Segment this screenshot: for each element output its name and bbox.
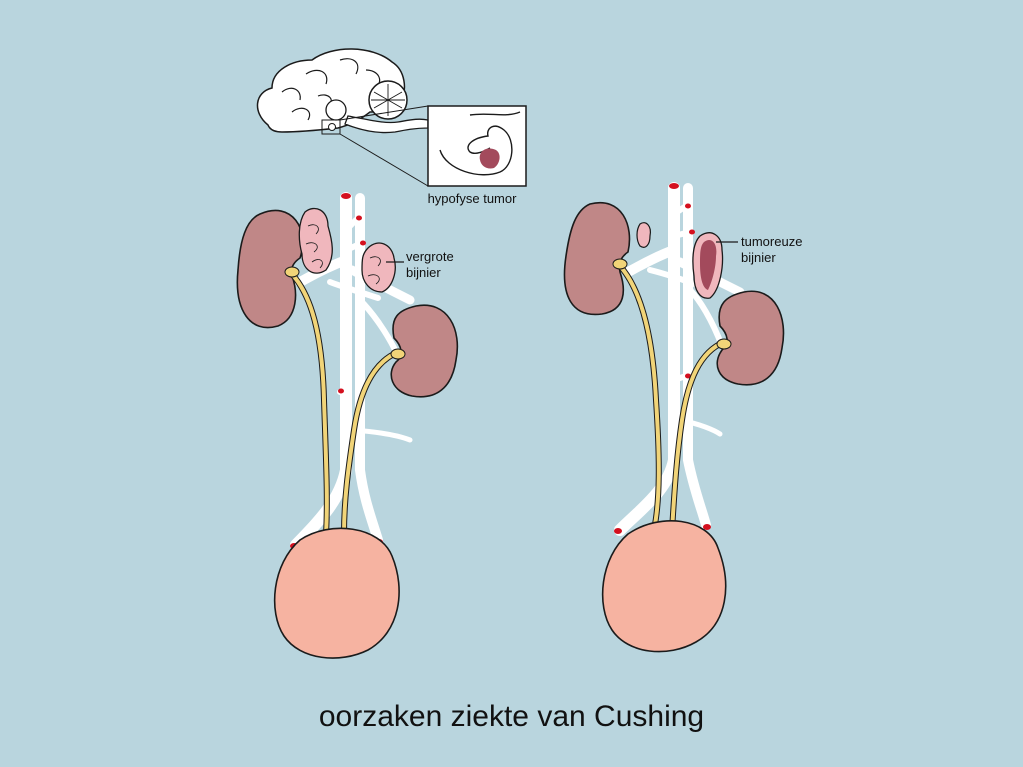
brain-illustration: hypofyse tumor (256, 48, 527, 206)
left-kidney-right (390, 304, 459, 398)
left-adrenal-left (298, 207, 333, 274)
right-adrenal-label-line2: bijnier (741, 250, 776, 265)
right-kidney-right (716, 290, 785, 386)
right-figure: tumoreuze bijnier (563, 182, 802, 653)
zoom-line-top (339, 105, 429, 121)
left-adrenal-label-line2: bijnier (406, 265, 441, 280)
adrenal-tumor-mass (700, 239, 717, 290)
right-adrenal-left (636, 222, 651, 248)
left-adrenal-label-line1: vergrote (406, 249, 454, 264)
right-bladder (601, 520, 727, 653)
pituitary-label: hypofyse tumor (428, 191, 518, 206)
right-adrenal-label-line1: tumoreuze (741, 234, 802, 249)
pituitary-marker-box (321, 119, 341, 135)
pituitary-zoom-box (427, 105, 527, 187)
left-figure: vergrote bijnier (236, 192, 459, 659)
right-kidney-left (563, 201, 631, 316)
diagram-caption: oorzaken ziekte van Cushing (318, 700, 705, 733)
cerebellum (368, 80, 408, 120)
pituitary-spot (328, 123, 336, 131)
right-ureters (612, 258, 732, 533)
zoom-line-bottom (339, 133, 429, 187)
right-vessel-ends (614, 183, 711, 534)
left-bladder (273, 527, 400, 659)
left-adrenal-right (361, 242, 396, 293)
left-ureters (284, 266, 406, 537)
brain-ventricle (325, 99, 347, 121)
pituitary-tumor (479, 148, 500, 169)
brain-folds (281, 58, 381, 121)
